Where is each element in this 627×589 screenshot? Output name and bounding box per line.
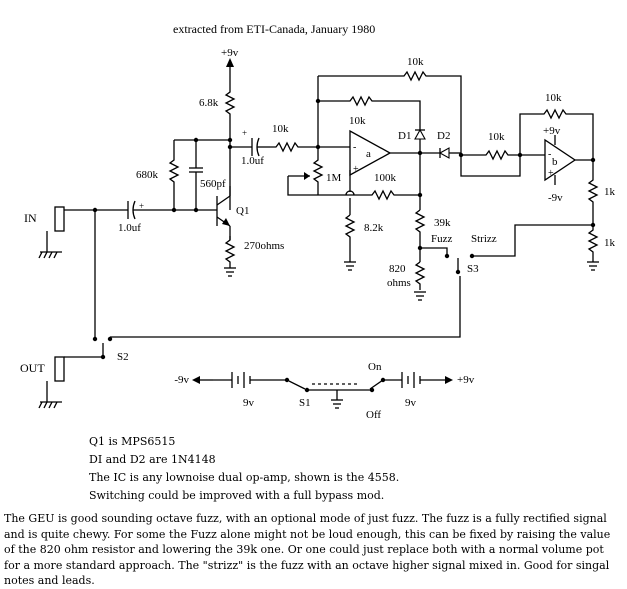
resistor-820 bbox=[414, 261, 426, 290]
svg-text:+: + bbox=[242, 128, 247, 138]
resistor-1k-a bbox=[587, 160, 599, 225]
svg-text:+: + bbox=[353, 164, 359, 175]
label-820: 820 bbox=[389, 263, 406, 275]
battery-right bbox=[383, 372, 453, 388]
svg-text:-: - bbox=[548, 149, 551, 160]
resistor-680k bbox=[168, 140, 180, 210]
label-opamp-a: a bbox=[366, 148, 371, 160]
label-d2: D2 bbox=[437, 130, 450, 142]
label-b-pos: +9v bbox=[543, 125, 561, 137]
label-batt-right: 9v bbox=[405, 397, 417, 409]
label-560pf: 560pf bbox=[200, 178, 226, 190]
label-ohms: ohms bbox=[387, 277, 411, 289]
label-6k8: 6.8k bbox=[199, 97, 219, 109]
label-d1: D1 bbox=[398, 130, 411, 142]
label-1k-a: 1k bbox=[604, 186, 616, 198]
label-off: Off bbox=[366, 409, 381, 421]
label-s1: S1 bbox=[299, 397, 311, 409]
capacitor-output: + bbox=[242, 128, 260, 157]
resistor-39k bbox=[414, 209, 426, 262]
label-batt-pos: +9v bbox=[457, 374, 475, 386]
label-10k-b-in: 10k bbox=[488, 131, 505, 143]
note-item: Q1 is MPS6515 bbox=[89, 435, 176, 448]
switch-s2 bbox=[92, 336, 113, 360]
label-1m: 1M bbox=[326, 172, 342, 184]
label-1k-b: 1k bbox=[604, 237, 616, 249]
label-100k: 100k bbox=[374, 172, 397, 184]
resistor-1k-b bbox=[587, 225, 599, 262]
resistor-6k8 bbox=[224, 76, 236, 210]
svg-text:+: + bbox=[548, 168, 554, 179]
note-item: Switching could be improved with a full … bbox=[89, 489, 385, 502]
label-680k: 680k bbox=[136, 169, 159, 181]
label-c-out: 1.0uf bbox=[241, 155, 264, 167]
battery-left bbox=[192, 372, 287, 388]
switch-s3 bbox=[444, 253, 475, 275]
supply-rail: +9v bbox=[221, 47, 239, 76]
ground-q1 bbox=[224, 267, 236, 277]
capacitor-input: + bbox=[127, 200, 174, 220]
label-10k-input: 10k bbox=[272, 123, 289, 135]
svg-text:+: + bbox=[139, 201, 144, 211]
label-fuzz: Fuzz bbox=[431, 233, 453, 245]
capacitor-560pf bbox=[189, 167, 203, 173]
label-39k: 39k bbox=[434, 217, 451, 229]
resistor-10k-input bbox=[270, 141, 318, 153]
component-notes: Q1 is MPS6515 DI and D2 are 1N4148 The I… bbox=[89, 433, 399, 505]
circuit-description: The GEU is good sounding octave fuzz, wi… bbox=[4, 512, 611, 587]
label-out: OUT bbox=[20, 361, 45, 375]
label-c-in: 1.0uf bbox=[118, 222, 141, 234]
ground-1k bbox=[587, 261, 599, 271]
header-caption: extracted from ETI-Canada, January 1980 bbox=[173, 22, 375, 36]
input-jack bbox=[38, 206, 95, 259]
transistor-q1 bbox=[196, 186, 231, 240]
diode-d1 bbox=[414, 128, 426, 140]
pot-1m bbox=[312, 147, 324, 195]
svg-text:-: - bbox=[353, 142, 356, 153]
label-s3: S3 bbox=[467, 263, 479, 275]
label-8k2: 8.2k bbox=[364, 222, 384, 234]
note-item: DI and D2 are 1N4148 bbox=[89, 453, 216, 466]
ground-s1 bbox=[331, 399, 343, 409]
resistor-270 bbox=[224, 236, 236, 268]
label-10k-fb-top: 10k bbox=[407, 56, 424, 68]
resistor-100k bbox=[318, 189, 420, 201]
label-b-neg: -9v bbox=[548, 192, 563, 204]
label-batt-neg: -9v bbox=[174, 374, 189, 386]
ground-8k2 bbox=[344, 261, 356, 271]
note-item: The IC is any lownoise dual op-amp, show… bbox=[89, 471, 400, 484]
resistor-10k-feedback bbox=[318, 95, 421, 153]
label-batt-left: 9v bbox=[243, 397, 255, 409]
label-q1: Q1 bbox=[236, 205, 249, 217]
label-on: On bbox=[368, 361, 382, 373]
label-270: 270ohms bbox=[244, 240, 284, 252]
output-jack bbox=[38, 356, 65, 409]
label-opamp-b: b bbox=[552, 156, 558, 168]
label-in: IN bbox=[24, 211, 37, 225]
label-strizz: Strizz bbox=[471, 233, 497, 245]
ground-820 bbox=[414, 291, 426, 301]
label-s2: S2 bbox=[117, 351, 129, 363]
label-10k-fb: 10k bbox=[349, 115, 366, 127]
resistor-10k-b-feedback bbox=[519, 108, 594, 160]
diode-d2 bbox=[420, 147, 461, 159]
opamp-b: - + bbox=[544, 138, 577, 182]
resistor-10k-feedback-top bbox=[318, 70, 462, 155]
opamp-a: - + bbox=[349, 129, 392, 177]
label-10k-b-fb: 10k bbox=[545, 92, 562, 104]
resistor-8k2 bbox=[344, 214, 356, 262]
resistor-10k-b-input bbox=[461, 149, 545, 161]
svg-text:+9v: +9v bbox=[221, 47, 239, 59]
